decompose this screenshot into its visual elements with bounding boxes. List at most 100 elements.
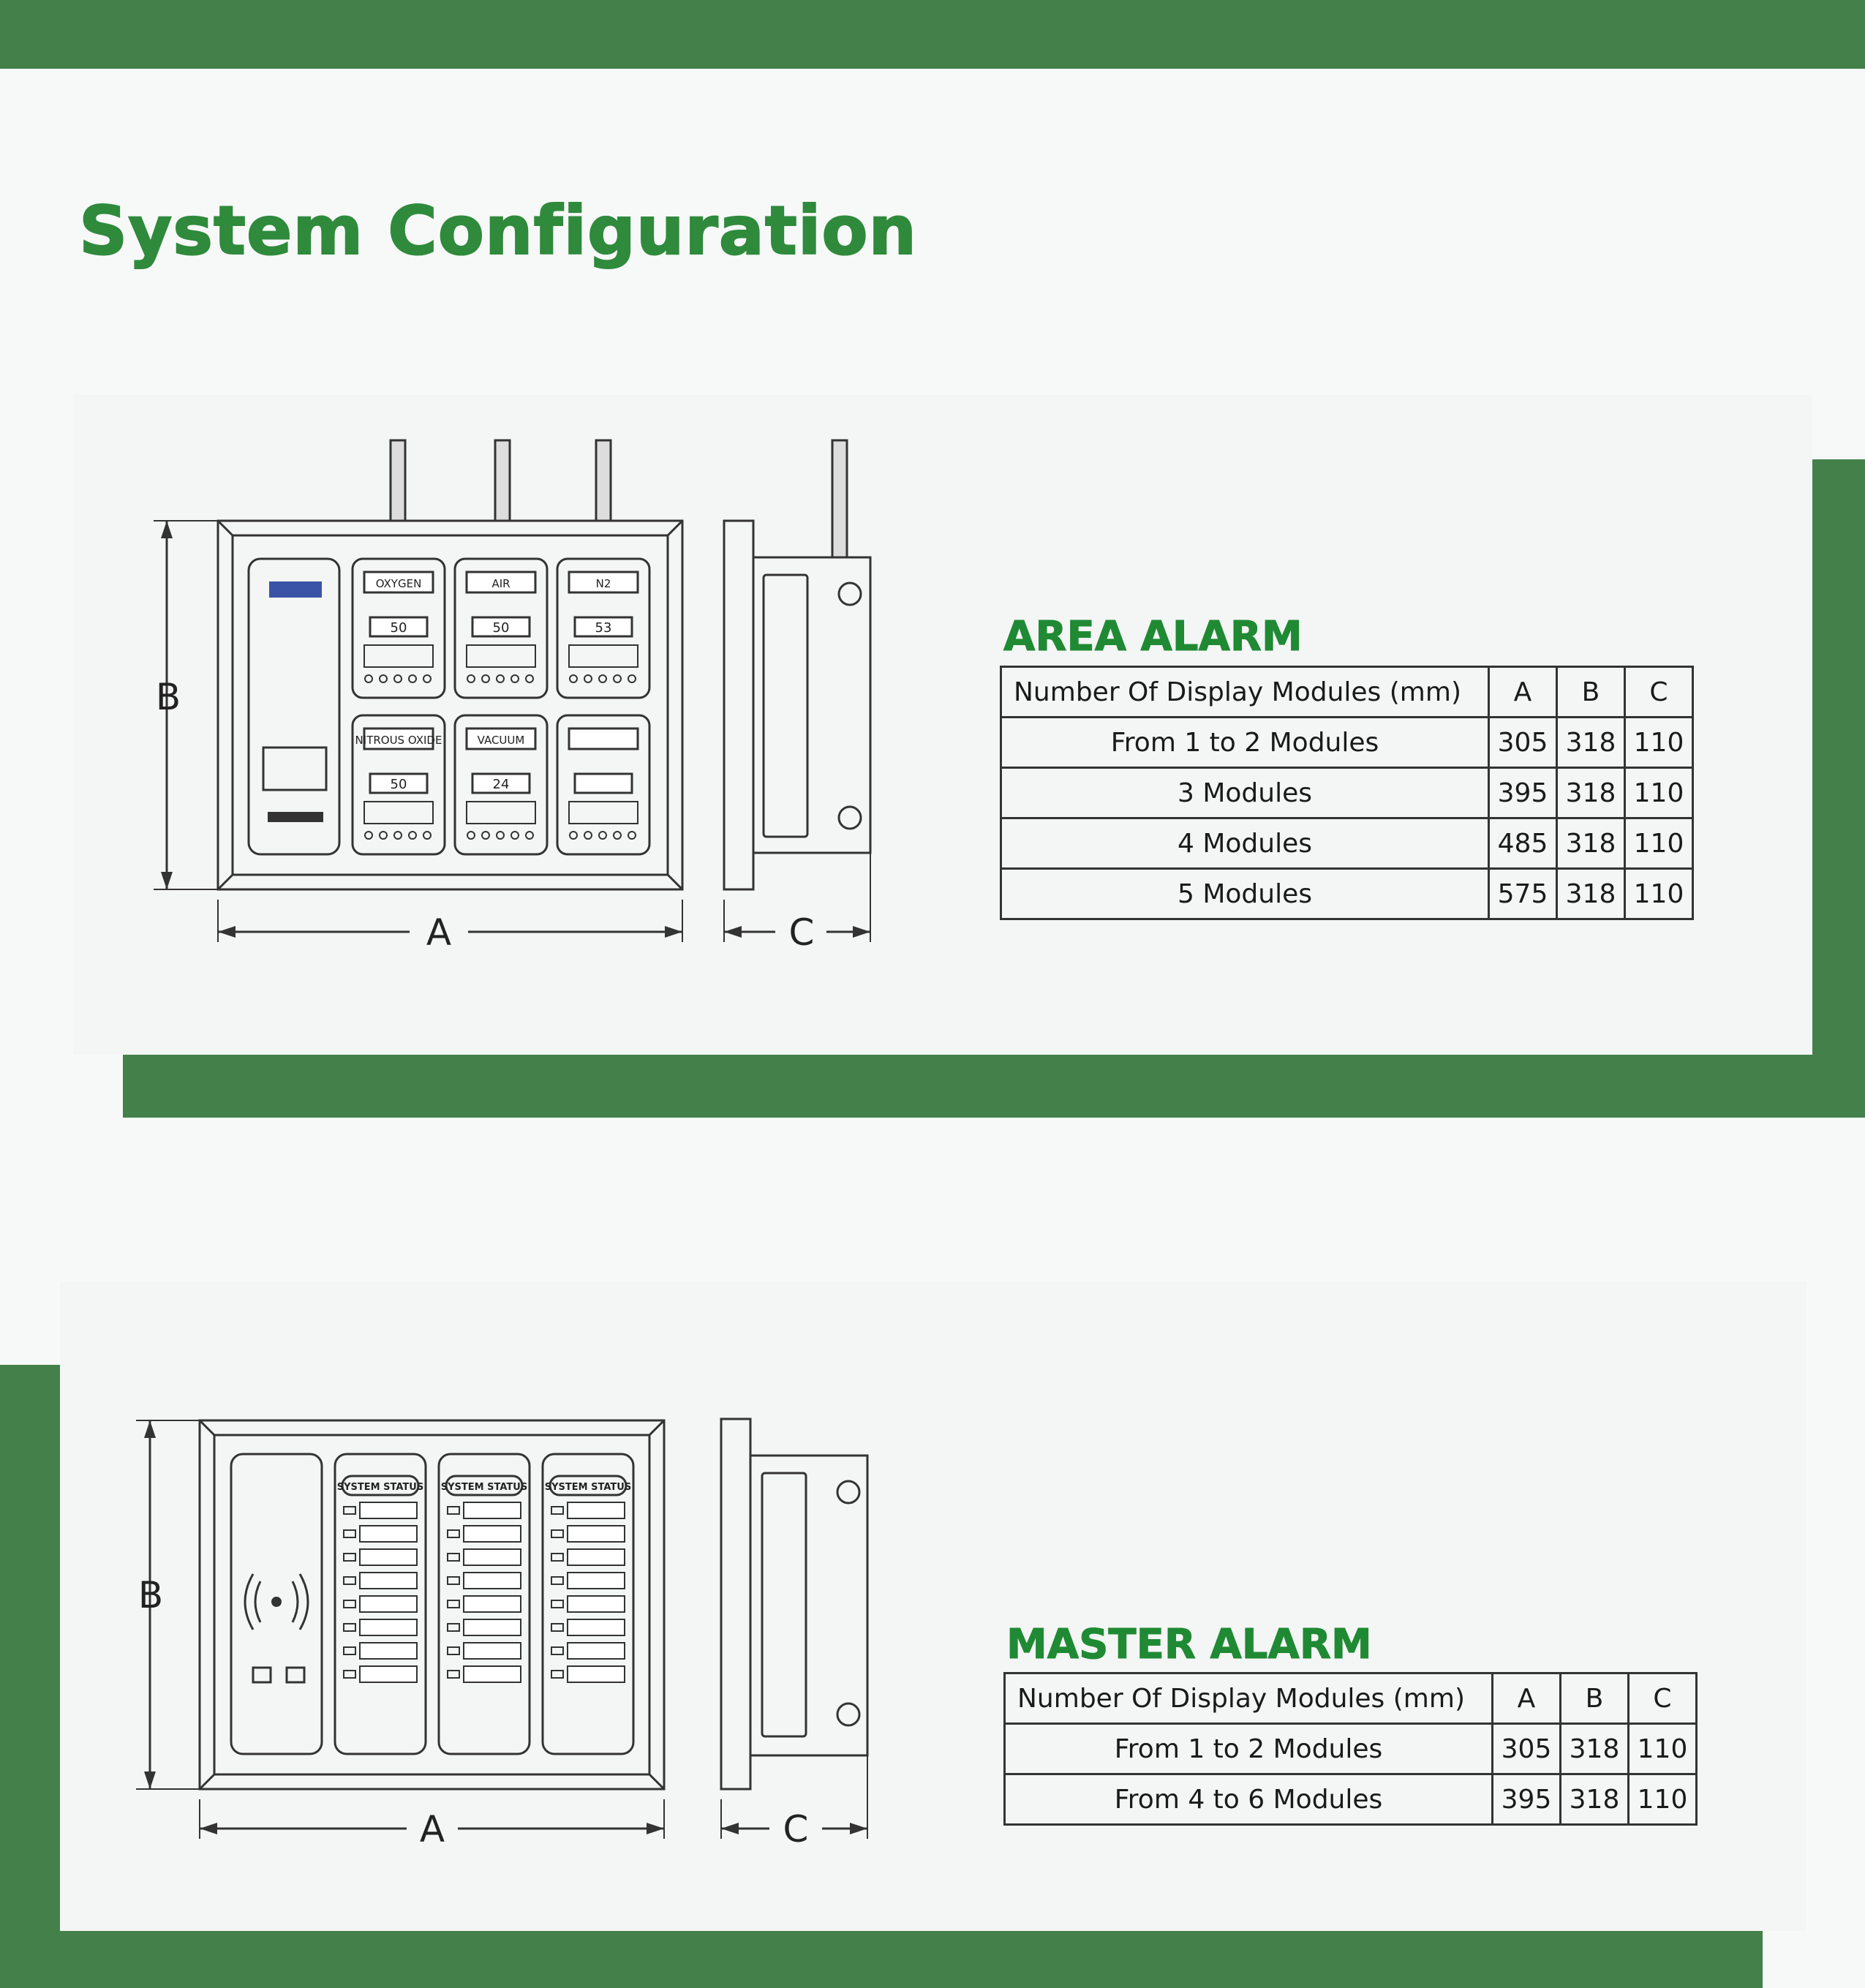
indicator-window [463,1525,521,1543]
status-led-icon [510,831,519,840]
status-led-icon [408,674,417,683]
indicator-led-icon [343,1553,356,1562]
area-alarm-logo [268,812,323,822]
row-c: 110 [1624,767,1694,819]
table-row: 4 Modules 485 318 110 [1000,817,1694,870]
table-header-row: Number Of Display Modules (mm) A B C [1003,1672,1698,1725]
status-led-icon [598,674,607,683]
row-c: 110 [1627,1722,1698,1775]
indicator-led-icon [551,1529,564,1538]
row-a: 485 [1488,817,1558,870]
indicator-window [463,1595,521,1613]
status-led-icon [423,831,432,840]
indicator-window [463,1502,521,1519]
indicator-window [359,1525,418,1543]
status-led-icon [408,831,417,840]
status-led-icon [364,674,373,683]
gas-module-reading: 50 [391,777,407,792]
status-module-label: SYSTEM STATUS [337,1482,423,1493]
indicator-window [463,1619,521,1636]
gas-module-reading: 50 [493,620,510,636]
status-led-icon [364,831,373,840]
area-dim-b-label: B [156,676,181,718]
indicator-led-icon [447,1553,460,1562]
table-row: From 1 to 2 Modules 305 318 110 [1003,1722,1698,1775]
status-led-icon [481,674,490,683]
indicator-window [567,1572,625,1589]
row-label: 5 Modules [1000,867,1490,920]
master-dim-c-label: C [783,1808,809,1850]
row-b: 318 [1556,716,1626,769]
indicator-window [463,1665,521,1683]
status-led-icon [467,831,475,840]
indicator-window [567,1502,625,1519]
header-c: C [1624,666,1694,718]
row-a: 395 [1488,767,1558,819]
row-label: 4 Modules [1000,817,1490,870]
gas-module-reading: 24 [493,777,510,792]
area-right-band [1812,459,1865,1118]
row-c: 110 [1624,867,1694,920]
status-module: SYSTEM STATUS [541,1453,635,1755]
status-led-icon [496,831,505,840]
status-led-icon [525,831,534,840]
row-label: From 1 to 2 Modules [1000,716,1490,769]
header-b: B [1556,666,1626,718]
indicator-led-icon [551,1576,564,1585]
master-alarm-table: Number Of Display Modules (mm) A B C Fro… [1003,1672,1698,1826]
indicator-led-icon [343,1646,356,1655]
gas-module-label: N2 [596,577,611,590]
indicator-led-icon [447,1576,460,1585]
indicator-led-icon [447,1623,460,1632]
indicator-led-icon [551,1600,564,1608]
indicator-window [359,1619,418,1636]
top-band [0,0,1865,69]
indicator-window [567,1619,625,1636]
indicator-led-icon [447,1529,460,1538]
master-bottom-band [0,1931,1763,1988]
indicator-window [463,1572,521,1589]
indicator-window [567,1548,625,1566]
table-row: 3 Modules 395 318 110 [1000,767,1694,819]
indicator-window [359,1502,418,1519]
indicator-window [359,1595,418,1613]
indicator-window [359,1548,418,1566]
status-module-label: SYSTEM STATUS [441,1482,527,1493]
header-a: A [1491,1672,1561,1725]
indicator-window [359,1572,418,1589]
indicator-led-icon [551,1506,564,1515]
master-dim-a-label: A [420,1808,445,1850]
gas-module: VACUUM 24 [453,714,549,856]
indicator-led-icon [447,1600,460,1608]
master-left-band [0,1365,60,1988]
gas-module-label: VACUUM [478,734,525,747]
indicator-window [567,1595,625,1613]
table-row: 5 Modules 575 318 110 [1000,867,1694,920]
table-row: From 4 to 6 Modules 395 318 110 [1003,1773,1698,1826]
status-led-icon [467,674,475,683]
header-b: B [1559,1672,1629,1725]
indicator-window [359,1642,418,1660]
indicator-led-icon [447,1506,460,1515]
row-label: 3 Modules [1000,767,1490,819]
indicator-led-icon [551,1646,564,1655]
row-c: 110 [1624,817,1694,870]
status-led-icon [613,674,622,683]
status-led-icon [525,674,534,683]
header-a: A [1488,666,1558,718]
indicator-window [463,1642,521,1660]
row-b: 318 [1556,767,1626,819]
gas-module [556,714,651,856]
row-label: From 4 to 6 Modules [1003,1773,1493,1826]
area-alarm-table: Number Of Display Modules (mm) A B C Fro… [1000,666,1694,920]
row-a: 305 [1488,716,1558,769]
indicator-led-icon [551,1553,564,1562]
status-led-icon [628,674,636,683]
status-led-icon [584,831,592,840]
indicator-led-icon [551,1670,564,1679]
indicator-led-icon [447,1670,460,1679]
indicator-led-icon [343,1576,356,1585]
indicator-led-icon [551,1623,564,1632]
